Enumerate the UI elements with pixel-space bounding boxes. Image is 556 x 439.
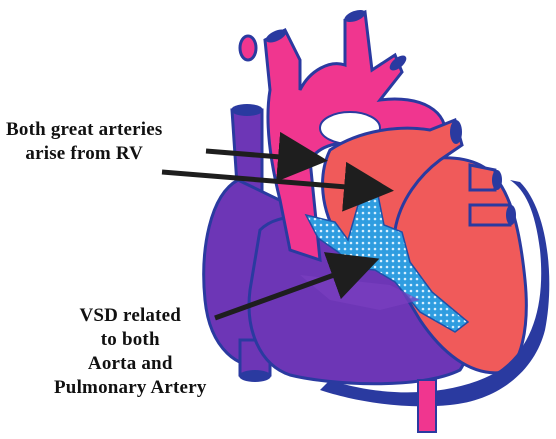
aorta-left-branch: [240, 36, 256, 60]
vsd-label-line-2: to both: [54, 328, 207, 352]
vsd-label-line-4: Pulmonary Artery: [54, 376, 207, 400]
pulmonary-vein-lower: [470, 205, 510, 225]
ivc-opening: [239, 370, 271, 382]
pulmonary-vein-upper-opening: [492, 170, 502, 190]
svc-opening: [231, 104, 263, 116]
pulmonary-vein-upper: [470, 165, 495, 190]
great-arteries-label: Both great arteries arise from RV: [6, 118, 162, 166]
vsd-label: VSD related to both Aorta and Pulmonary …: [54, 304, 207, 400]
descending-aorta: [418, 380, 436, 432]
great-arteries-label-line-1: Both great arteries: [6, 118, 162, 142]
pulmonary-vein-lower-opening: [506, 205, 516, 225]
vsd-label-line-3: Aorta and: [54, 352, 207, 376]
pulmonary-artery-opening: [450, 120, 462, 144]
great-arteries-label-line-2: arise from RV: [6, 142, 162, 166]
vsd-label-line-1: VSD related: [54, 304, 207, 328]
